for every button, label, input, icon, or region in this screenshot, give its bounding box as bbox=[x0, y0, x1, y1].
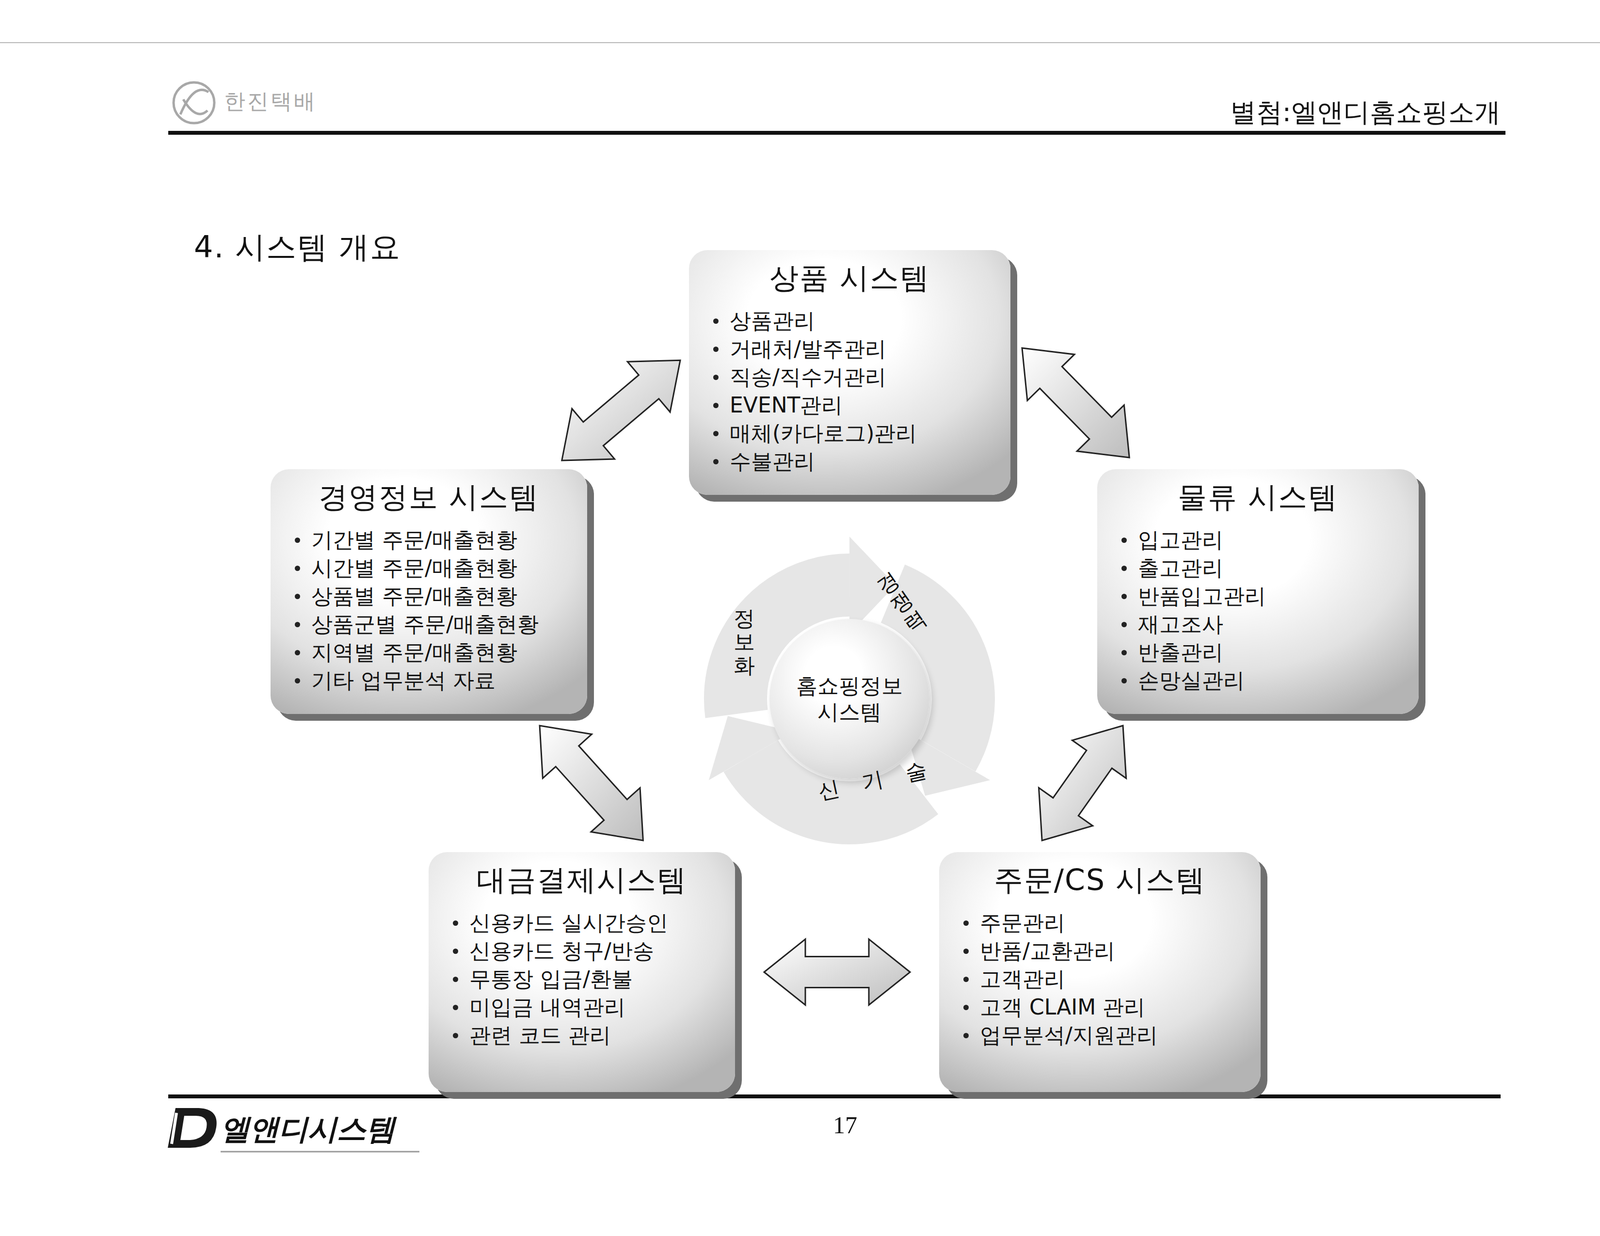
bullet-item: 거래처/발주관리 bbox=[708, 335, 992, 364]
footer-logo-text: 엘앤디시스템 bbox=[220, 1110, 396, 1150]
cycle-arrowheads bbox=[708, 536, 991, 797]
bullet-item: EVENT관리 bbox=[708, 391, 992, 420]
bullet-item: 미입금 내역관리 bbox=[448, 993, 716, 1022]
header-caption: 별첨:엘앤디홈쇼핑소개 bbox=[1230, 95, 1501, 131]
system-box: 대금결제시스템신용카드 실시간승인신용카드 청구/반송무통장 입금/환불미입금 … bbox=[428, 852, 736, 1093]
page-number: 17 bbox=[832, 1111, 858, 1140]
bullet-item: 기간별 주문/매출현황 bbox=[289, 526, 568, 555]
bullet-item: 매체(카다로그)관리 bbox=[708, 419, 992, 448]
bullet-item: 고객관리 bbox=[958, 965, 1242, 994]
bullet-item: 기타 업무분석 자료 bbox=[289, 666, 568, 695]
bullet-item: 고객 CLAIM 관리 bbox=[958, 993, 1242, 1022]
box-heading: 주문/CS 시스템 bbox=[958, 861, 1242, 901]
cycle-word: 정보화 bbox=[733, 607, 755, 678]
bullet-item: 상품별 주문/매출현황 bbox=[289, 582, 568, 611]
hub-label: 홈쇼핑정보 시스템 bbox=[788, 672, 911, 726]
bullet-item: 무통장 입금/환불 bbox=[448, 965, 716, 994]
box-heading: 상품 시스템 bbox=[708, 258, 992, 299]
top-rule bbox=[0, 42, 1600, 44]
bullet-item: 업무분석/지원관리 bbox=[958, 1021, 1242, 1050]
bullet-item: 상품관리 bbox=[708, 306, 992, 336]
bullet-item: 손망실관리 bbox=[1116, 666, 1400, 695]
box-heading: 경영정보 시스템 bbox=[289, 478, 568, 518]
bullet-item: 반품입고관리 bbox=[1116, 582, 1400, 611]
system-box: 상품 시스템상품관리거래처/발주관리직송/직수거관리EVENT관리매체(카다로그… bbox=[688, 250, 1011, 496]
header-logo bbox=[173, 82, 215, 124]
footer-logo-mark bbox=[167, 1108, 217, 1149]
double-arrow bbox=[561, 360, 681, 461]
system-box: 주문/CS 시스템주문관리반품/교환관리고객관리고객 CLAIM 관리업무분석/… bbox=[939, 852, 1261, 1093]
bullet-item: 직송/직수거관리 bbox=[708, 363, 992, 392]
bullet-item: 반품/교환관리 bbox=[958, 937, 1242, 966]
double-arrow bbox=[539, 725, 643, 841]
header-rule bbox=[168, 130, 1506, 135]
double-arrow bbox=[764, 939, 911, 1006]
bullet-item: 지역별 주문/매출현황 bbox=[289, 638, 568, 667]
bullet-item: 반출관리 bbox=[1116, 638, 1400, 667]
system-box: 물류 시스템입고관리출고관리반품입고관리재고조사반출관리손망실관리 bbox=[1097, 469, 1419, 715]
bullet-item: 재고조사 bbox=[1116, 610, 1400, 639]
footer-underline bbox=[220, 1151, 420, 1153]
bullet-item: 신용카드 청구/반송 bbox=[448, 937, 716, 966]
bullet-item: 신용카드 실시간승인 bbox=[448, 909, 716, 938]
double-arrow bbox=[1038, 725, 1126, 841]
bullet-item: 상품군별 주문/매출현황 bbox=[289, 610, 568, 639]
hub-circle: 홈쇼핑정보 시스템 bbox=[769, 619, 930, 780]
double-arrow bbox=[1022, 348, 1130, 458]
bullet-item: 시간별 주문/매출현황 bbox=[289, 554, 568, 583]
bullet-item: 주문관리 bbox=[958, 909, 1242, 938]
bullet-item: 입고관리 bbox=[1116, 526, 1400, 555]
company-logo-text: 한진택배 bbox=[224, 87, 318, 116]
system-box: 경영정보 시스템기간별 주문/매출현황시간별 주문/매출현황상품별 주문/매출현… bbox=[270, 469, 588, 715]
box-heading: 물류 시스템 bbox=[1116, 478, 1400, 518]
bullet-item: 수불관리 bbox=[708, 447, 992, 476]
bullet-item: 관련 코드 관리 bbox=[448, 1021, 716, 1050]
bullet-item: 출고관리 bbox=[1116, 554, 1400, 583]
footer-rule bbox=[168, 1094, 1501, 1099]
slide-title: 4. 시스템 개요 bbox=[193, 226, 401, 268]
box-heading: 대금결제시스템 bbox=[448, 861, 716, 901]
